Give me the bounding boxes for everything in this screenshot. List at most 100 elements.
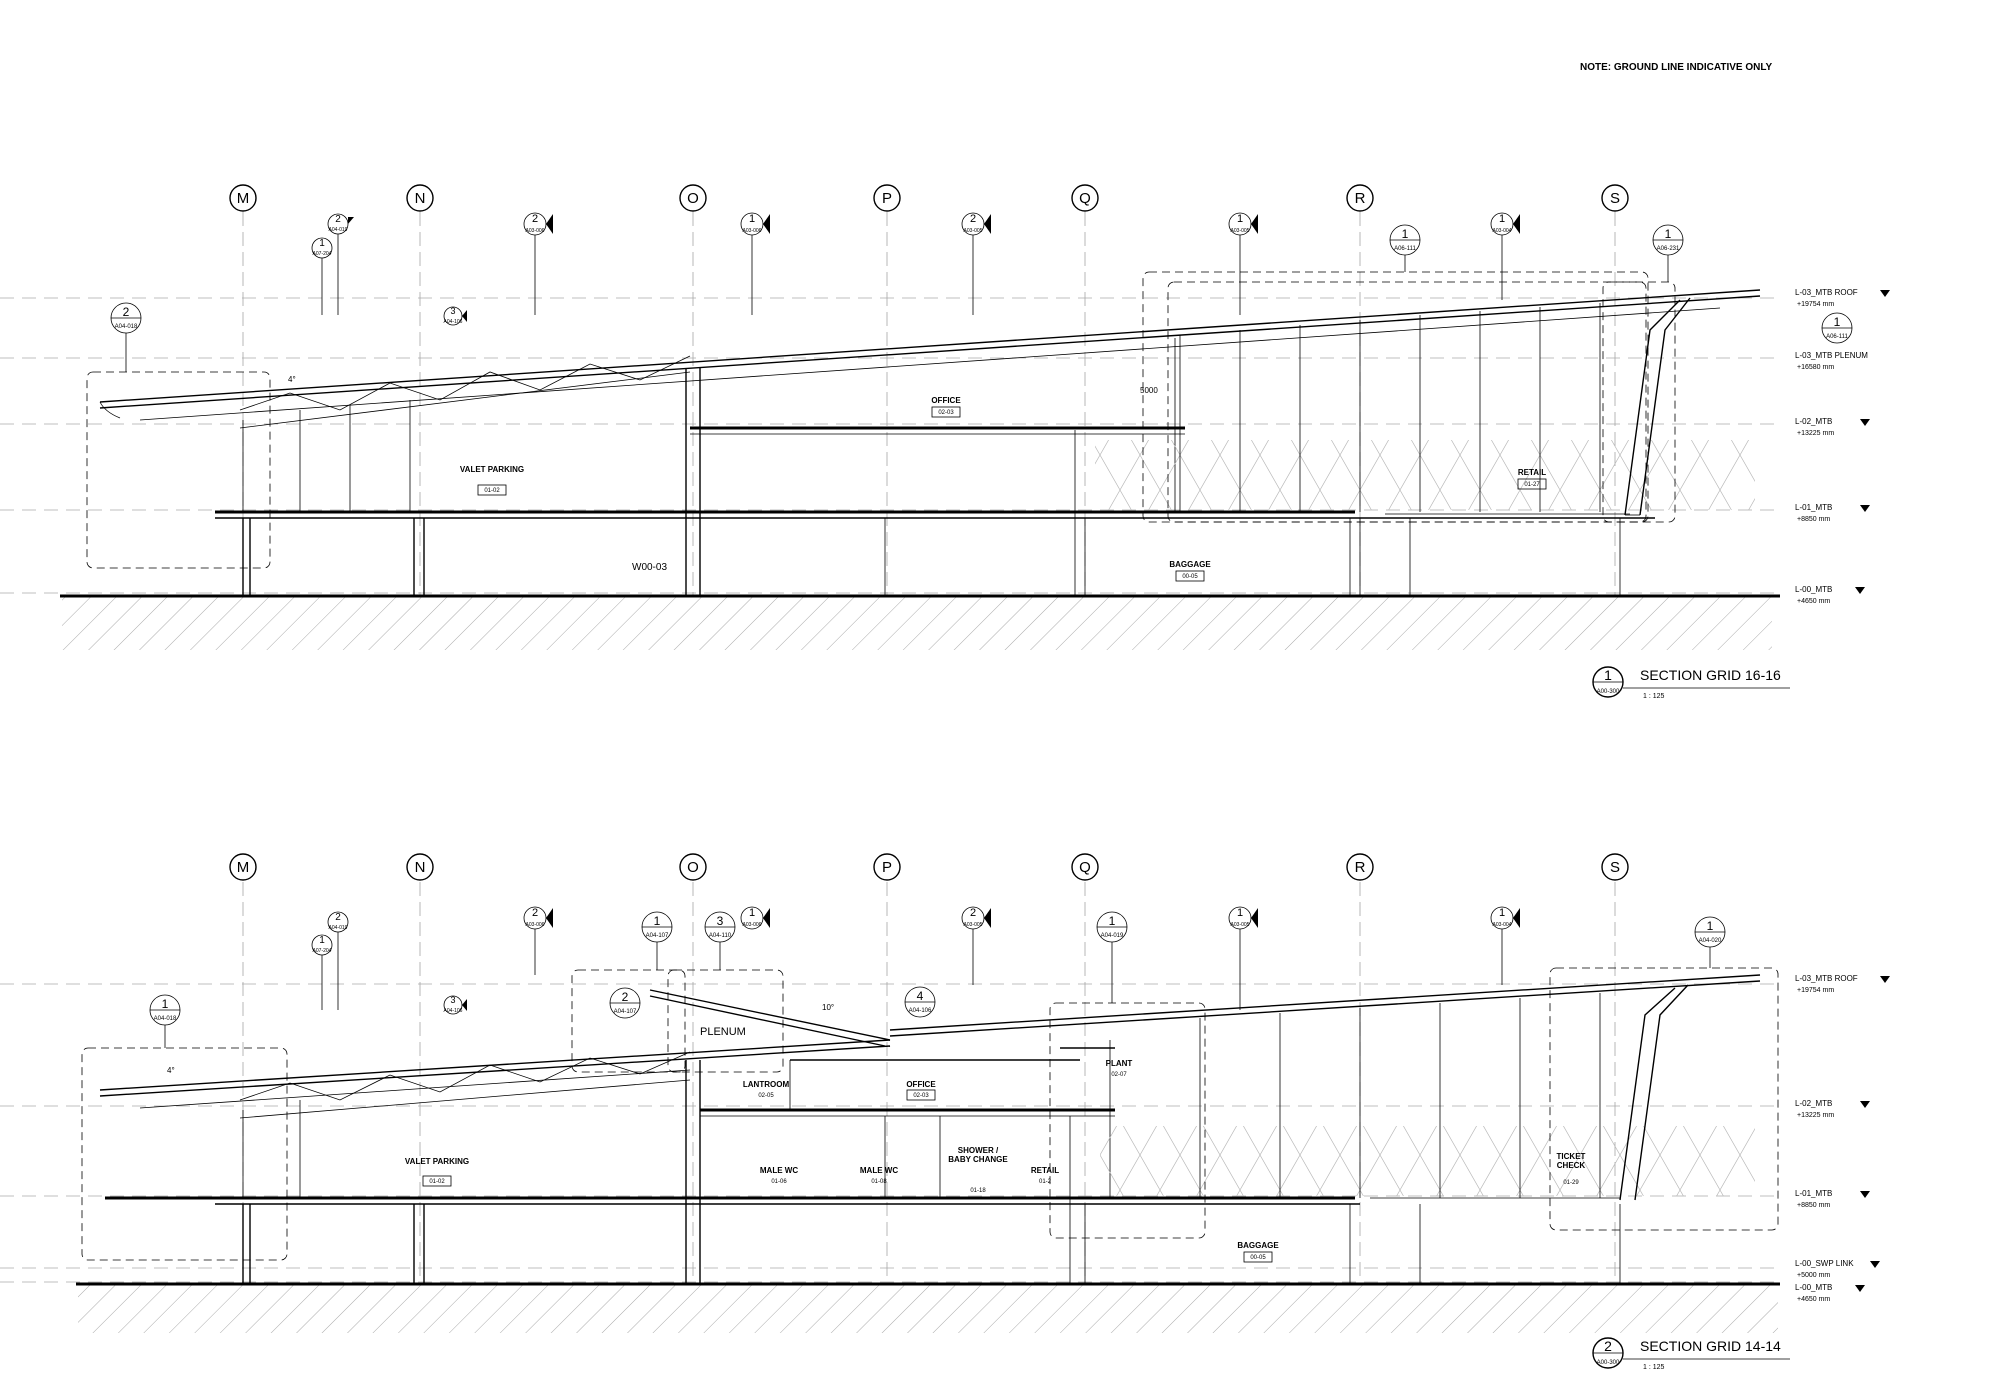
marker-sheet: A04-019	[329, 925, 348, 931]
level-name: L-03_MTB PLENUM	[1795, 351, 1868, 360]
room-name: MALE WC	[760, 1166, 798, 1175]
level-name: L-03_MTB ROOF	[1795, 288, 1858, 297]
room-number: 01-27	[1524, 482, 1540, 488]
grid-bubble-r: R	[1346, 184, 1374, 212]
room-name: MALE WC	[860, 1166, 898, 1175]
room-number: 01-02	[484, 488, 500, 494]
room-number: 01-2	[1039, 1179, 1052, 1185]
section-marker: 2 A04-019	[327, 213, 354, 315]
callout-sheet: A04-110	[709, 933, 732, 939]
grid-label: O	[687, 190, 699, 207]
callout-sheet: A04-107	[646, 933, 669, 939]
marker-sheet: A04-106	[444, 1008, 463, 1014]
marker-number: 2	[970, 213, 976, 225]
section-marker: 1 A03-004	[1490, 212, 1520, 300]
angle-label: 10°	[822, 1003, 834, 1012]
marker-number: 1	[749, 213, 755, 225]
level-name: L-02_MTB	[1795, 1099, 1832, 1108]
room-name: RETAIL	[1031, 1166, 1059, 1175]
room-number: 01-29	[1563, 1180, 1579, 1186]
columns	[242, 1040, 1621, 1284]
marker-sheet: A04-106	[444, 319, 463, 325]
roof-structure	[99, 289, 1761, 429]
room-tags: VALET PARKING 01-02 PLENUM LANTROOM 02-0…	[167, 1003, 1586, 1263]
marker-number: 1	[319, 238, 325, 249]
callout-number: 2	[123, 305, 130, 319]
callout-number: 1	[162, 997, 169, 1011]
level-name: L-01_MTB	[1795, 503, 1832, 512]
callout-number: 2	[622, 990, 629, 1004]
marker-number: 1	[319, 935, 325, 946]
room-number: 02-03	[938, 410, 954, 416]
grid-bubble-s: S	[1601, 853, 1629, 881]
callout-number: 1	[1402, 227, 1409, 241]
level-name: L-00_MTB	[1795, 1283, 1832, 1292]
marker-number: 3	[450, 995, 455, 1005]
facade-bracing	[1100, 1126, 1755, 1196]
grid-bubble-p: P	[873, 184, 901, 212]
grid-bubble-q: Q	[1071, 184, 1099, 212]
marker-number: 2	[335, 912, 341, 923]
callout-bubble: 1 A06-111	[1389, 224, 1421, 272]
grid-bubble-n: N	[406, 853, 434, 881]
marker-number: 2	[335, 214, 341, 225]
room-name: PLANT	[1106, 1059, 1133, 1068]
angle-label: 4°	[167, 1066, 175, 1075]
level-name: L-02_MTB	[1795, 417, 1832, 426]
section-marker: 1 A03-006	[740, 906, 770, 930]
detail-callouts: 2 A04-018 1 A06-111 1 A06-231	[110, 224, 1853, 372]
section-tag-number: 2	[1604, 1338, 1612, 1354]
detail-callout-boxes	[86, 271, 1676, 569]
section-marker: 2 A03-005	[961, 906, 991, 985]
grid-bubble-o: O	[679, 853, 707, 881]
room-number: 00-05	[1182, 574, 1198, 580]
section-marker: 1 A03-005	[1228, 212, 1258, 315]
section-marker: 2 A04-019	[327, 911, 349, 1010]
grid-bubbles: M N O P Q R S	[229, 853, 1629, 881]
ground-hatch	[78, 1285, 1778, 1333]
level-name: L-00_MTB	[1795, 585, 1832, 594]
marker-number: 1	[1237, 213, 1243, 225]
marker-sheet: A07-204	[313, 251, 332, 257]
callout-bubble: 3 A04-110	[704, 911, 736, 970]
callout-bubble: 1 A04-018	[149, 994, 181, 1048]
room-number: 01-18	[970, 1188, 986, 1194]
level-elevation: +19754 mm	[1797, 301, 1834, 308]
ticket-check-tag: TICKET CHECK	[1557, 1152, 1586, 1170]
room-number: 00-05	[1250, 1255, 1266, 1261]
marker-number: 1	[1499, 213, 1505, 225]
room-name: RETAIL	[1518, 468, 1546, 477]
callout-bubble: 1 A04-019	[1096, 911, 1128, 1003]
callout-sheet: A04-106	[909, 1008, 932, 1014]
callout-sheet: A04-019	[1101, 933, 1124, 939]
marker-number: 1	[749, 907, 755, 919]
grid-label: P	[882, 190, 892, 207]
callout-number: 1	[1707, 919, 1714, 933]
level-elevation: +16580 mm	[1797, 364, 1834, 371]
section-marker: 2 A03-006	[523, 906, 553, 975]
section-marker: 3 A04-106	[444, 995, 467, 1015]
callout-number: 1	[654, 914, 661, 928]
grid-bubble-n: N	[406, 184, 434, 212]
marker-number: 1	[1499, 907, 1505, 919]
level-elevation: +13225 mm	[1797, 430, 1834, 437]
callout-sheet: A06-231	[1657, 246, 1680, 252]
room-name: OFFICE	[906, 1080, 936, 1089]
room-name: PLENUM	[700, 1026, 746, 1038]
marker-sheet: A04-019	[329, 227, 348, 233]
marker-number: 2	[532, 213, 538, 225]
level-markers: L-03_MTB ROOF +19754 mm L-03_MTB PLENUM …	[1795, 288, 1890, 605]
grid-bubbles: M N O P Q R S	[229, 184, 1629, 212]
callout-bubble: 1 A06-111	[1821, 312, 1853, 344]
marker-sheet: A03-004	[1493, 922, 1512, 928]
section-grid-16-16: M N O P Q R S	[0, 184, 1890, 700]
callout-sheet: A04-020	[1699, 938, 1722, 944]
section-title-block: 1 A00-300 SECTION GRID 16-16 1 : 125	[1592, 666, 1790, 700]
room-number: 01-06	[771, 1179, 787, 1185]
section-markers: 2 A04-019 1 A07-204 2 A03-006 1 A03-006	[311, 906, 1520, 1015]
facade-bracing	[1095, 440, 1755, 510]
grid-label: S	[1610, 859, 1620, 876]
callout-sheet: A06-111	[1394, 246, 1416, 252]
marker-number: 1	[1237, 907, 1243, 919]
grid-label: M	[237, 859, 250, 876]
